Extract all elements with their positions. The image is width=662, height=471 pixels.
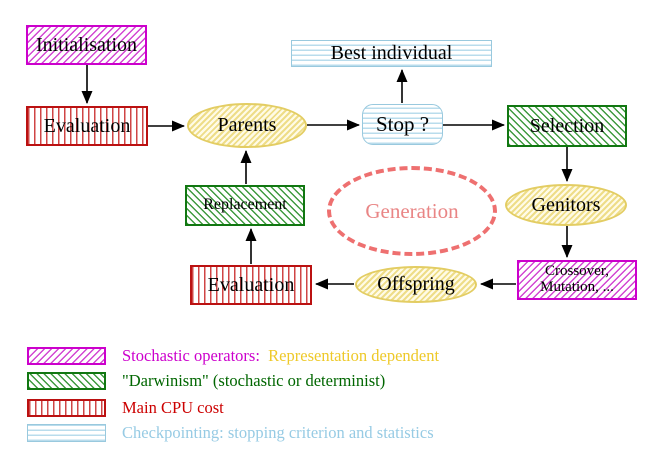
- node-initialisation: Initialisation: [26, 25, 147, 65]
- legend-swatch-darwinism: [27, 372, 106, 390]
- node-crossover-mutation: Crossover, Mutation, ...: [517, 260, 637, 300]
- node-stop: Stop ?: [362, 104, 443, 145]
- node-initialisation-label: Initialisation: [35, 33, 138, 56]
- node-evaluation-top: Evaluation: [26, 106, 148, 146]
- node-genitors-label: Genitors: [531, 193, 601, 216]
- legend-swatch-stochastic-operators: [27, 347, 106, 365]
- node-offspring-label: Offspring: [377, 273, 455, 295]
- legend-text-stochastic: Stochastic operators: Representation dep…: [122, 347, 662, 365]
- node-crossover-label-line2: Mutation, ...: [540, 279, 614, 295]
- node-replacement-label: Replacement: [203, 196, 287, 214]
- legend-label-checkpointing: Checkpointing: stopping criterion and st…: [122, 423, 434, 442]
- node-evaluation-bottom-label: Evaluation: [207, 273, 295, 296]
- node-genitors: Genitors: [505, 184, 627, 226]
- node-replacement: Replacement: [185, 185, 305, 226]
- node-generation-label: Generation: [365, 198, 459, 223]
- legend-swatch-checkpointing: [27, 424, 106, 442]
- legend-label-cpu-cost: Main CPU cost: [122, 398, 224, 417]
- node-offspring: Offspring: [355, 266, 477, 303]
- node-evaluation-bottom: Evaluation: [190, 265, 312, 305]
- node-evaluation-top-label: Evaluation: [43, 114, 131, 137]
- node-crossover-label-line1: Crossover,: [545, 263, 609, 280]
- node-best-individual-label: Best individual: [330, 42, 453, 64]
- node-parents-label: Parents: [217, 114, 277, 136]
- node-selection-label: Selection: [529, 114, 605, 137]
- legend-label-stochastic: Stochastic operators:: [122, 346, 260, 365]
- legend-label-darwinism: "Darwinism" (stochastic or determinist): [122, 371, 386, 390]
- node-best-individual: Best individual: [291, 40, 492, 67]
- node-stop-label: Stop ?: [375, 112, 430, 137]
- legend-swatch-cpu-cost: [27, 399, 106, 417]
- node-selection: Selection: [507, 105, 627, 147]
- node-generation-cycle: Generation: [327, 166, 497, 256]
- node-parents: Parents: [187, 103, 307, 148]
- legend-note-representation: Representation dependent: [268, 346, 440, 365]
